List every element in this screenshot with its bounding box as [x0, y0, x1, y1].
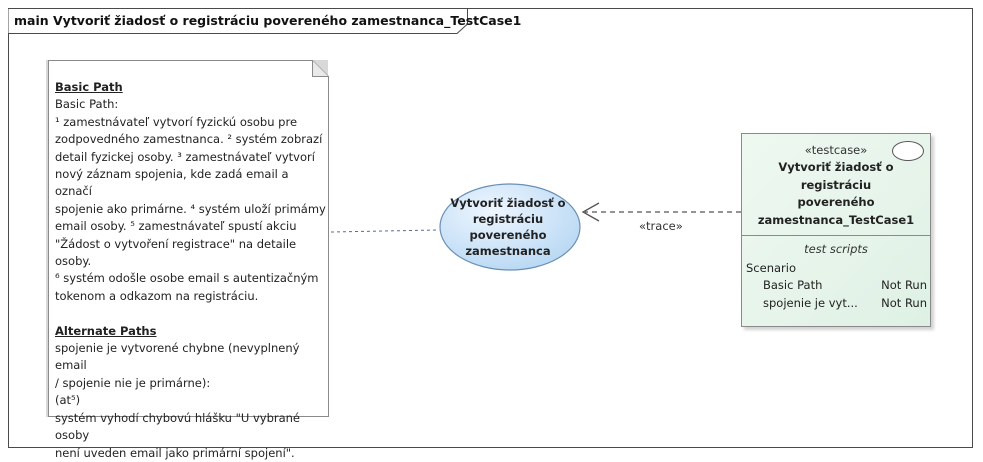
- note-basic-line: "Žádost o vytvoření registrace" na detai…: [55, 236, 297, 269]
- note-basic-line: zodpovedného zamestnanca. ² systém zobra…: [55, 132, 323, 147]
- scenario-row-alternate[interactable]: spojenie je vyt... Not Run: [763, 296, 927, 312]
- usecase-label-line: povereného: [469, 228, 547, 242]
- trace-label: «trace»: [639, 219, 683, 233]
- testcase-stereotype: «testcase»: [804, 143, 868, 157]
- scenario-status: Not Run: [881, 296, 927, 310]
- note-alternate-paths-heading: Alternate Paths: [55, 323, 157, 338]
- frame-title: main Vytvoriť žiadosť o registráciu pove…: [14, 13, 522, 28]
- testcase-title-line: povereného: [797, 195, 875, 209]
- note-basic-line: Basic Path:: [55, 97, 119, 112]
- note-spacer: [55, 305, 327, 322]
- scenario-status: Not Run: [881, 278, 927, 292]
- note-link[interactable]: [330, 229, 438, 233]
- testcase-title-line: registráciu: [800, 177, 872, 192]
- testcase-oval-icon: [892, 141, 924, 161]
- usecase-label: Vytvoriť žiadosť o registráciu poverenéh…: [446, 195, 570, 259]
- note-alternate-line: není uveden email jako primární spojení"…: [55, 445, 295, 460]
- usecase-ellipse[interactable]: [439, 183, 581, 271]
- note-shape[interactable]: [40, 52, 340, 422]
- testcase-scenario-label: Scenario: [746, 261, 796, 275]
- note-basic-line: ¹ zamestnávateľ vytvorí fyzickú osobu pr…: [55, 114, 298, 129]
- note-alternate-line: (at⁵): [55, 393, 81, 408]
- usecase-label-line: Vytvoriť žiadosť o: [450, 196, 566, 210]
- note-text: Basic Path Basic Path: ¹ zamestnávateľ v…: [55, 79, 327, 462]
- testcase-title-line: zamestnanca_TestCase1: [757, 212, 915, 227]
- note-basic-line: spojenie ako primárne. ⁴ systém uloží pr…: [55, 201, 326, 216]
- testcase-title-line: Vytvoriť žiadosť o: [778, 160, 894, 174]
- note-basic-line: ⁶ systém odošle osobe email s autentizač…: [55, 271, 319, 286]
- scenario-row-basic-path[interactable]: Basic Path Not Run: [763, 278, 927, 294]
- scenario-name: Basic Path: [763, 278, 823, 292]
- note-basic-line: nový záznam spojenia, kde zadá email a o…: [55, 167, 289, 199]
- frame-title-tab: [8, 8, 468, 34]
- note-alternate-line: / spojenie nie je primárne):: [55, 375, 211, 390]
- note-basic-line: tokenom a odkazom na registráciu.: [55, 288, 259, 303]
- testcase-element[interactable]: «testcase» Vytvoriť žiadosť o registráci…: [741, 133, 931, 327]
- note-alternate-line: spojenie je vytvorené chybne (nevyplnený…: [55, 341, 300, 373]
- usecase-label-line: registráciu: [472, 212, 544, 226]
- usecase-label-line: zamestnanca: [465, 244, 551, 258]
- testcase-title: Vytvoriť žiadosť o registráciu poverenéh…: [742, 159, 930, 229]
- note-basic-line: email osoby. ⁵ zamestnávateľ spustí akci…: [55, 219, 297, 234]
- trace-arrowhead: [581, 202, 600, 222]
- note-basic-path-heading: Basic Path: [55, 80, 123, 94]
- note-basic-line: detail fyzickej osoby. ³ zamestnávateľ v…: [55, 149, 315, 164]
- note-alternate-line: systém vyhodí chybovú hlášku "U vybrané …: [55, 410, 301, 443]
- testcase-compartment-title: test scripts: [804, 242, 868, 256]
- scenario-name: spojenie je vyt...: [763, 296, 858, 310]
- testcase-divider: [742, 235, 930, 236]
